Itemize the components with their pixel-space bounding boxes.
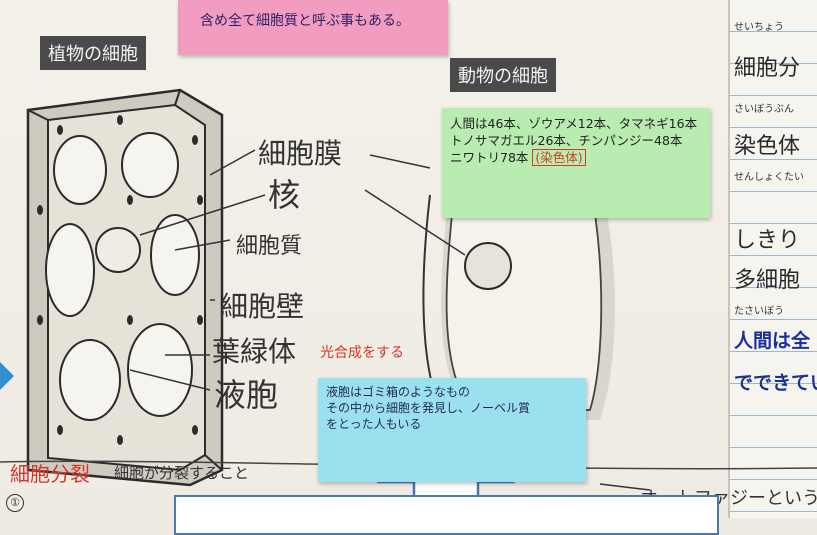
- pink-note-text: 含め全て細胞質と呼ぶ事もある。: [200, 13, 410, 29]
- label-cell-membrane: 細胞膜: [258, 137, 343, 170]
- callout-box: [174, 495, 719, 535]
- cell-diagrams: [0, 88, 817, 518]
- label-chloroplast: 葉緑体: [212, 335, 297, 368]
- label-cytoplasm: 細胞質: [236, 234, 303, 259]
- cell-division-heading: 細胞分裂: [10, 462, 90, 486]
- blue-note-line-1: 液胞はゴミ箱のようなもの: [326, 385, 471, 399]
- right-line-10: でできてい: [734, 372, 817, 394]
- green-note-line-2: トノサマガエル26本、チンパンジー48本: [450, 132, 683, 148]
- left-pointer-arrow: [0, 362, 14, 390]
- blue-note-line-2: その中から細胞を発見し、ノーベル賞: [326, 401, 531, 416]
- right-line-6: しきり: [734, 228, 801, 253]
- right-line-2: 細胞分: [734, 56, 801, 81]
- right-line-8: たさいぼう: [734, 306, 784, 317]
- green-sticky-note: 人間は46本、ゾウアメ12本、タマネギ16本 トノサマガエル26本、チンパンジー…: [442, 108, 710, 218]
- label-photosynthesis: 光合成をする: [320, 345, 404, 361]
- plant-cell-drawing: [26, 88, 266, 487]
- right-line-3: さいぼうぶん: [734, 104, 794, 115]
- blue-sticky-note: 液胞はゴミ箱のようなもの その中から細胞を発見し、ノーベル賞 をとった人もいる: [318, 378, 586, 482]
- right-line-7: 多細胞: [734, 268, 801, 293]
- circled-number: ①: [6, 494, 24, 512]
- right-line-4: 染色体: [734, 134, 801, 159]
- animal-cell-title: 動物の細胞: [450, 58, 556, 92]
- blue-note-line-3: をとった人もいる: [326, 417, 422, 432]
- label-vacuole: 液胞: [214, 376, 279, 414]
- green-note-line-3-text: ニワトリ78本: [450, 149, 529, 165]
- green-note-line-1: 人間は46本、ゾウアメ12本、タマネギ16本: [450, 116, 698, 131]
- right-line-9: 人間は全: [734, 330, 811, 352]
- label-nucleus: 核: [268, 176, 301, 214]
- label-cell-wall: 細胞壁: [220, 290, 305, 323]
- plant-cell-title: 植物の細胞: [40, 36, 146, 70]
- right-line-1: せいちょう: [734, 22, 784, 33]
- pink-sticky-note: 含め全て細胞質と呼ぶ事もある。: [178, 0, 448, 55]
- green-note-line-3: ニワトリ78本 (染色体): [450, 148, 702, 167]
- animal-cell-drawing: [364, 154, 615, 420]
- right-notebook-page: せいちょう 細胞分 さいぼうぶん 染色体 せんしょくたい しきり 多細胞 たさい…: [728, 0, 817, 518]
- chromosome-highlight: (染色体): [532, 148, 586, 166]
- right-line-5: せんしょくたい: [734, 172, 804, 183]
- cell-division-definition: 細胞が分裂すること: [114, 464, 250, 482]
